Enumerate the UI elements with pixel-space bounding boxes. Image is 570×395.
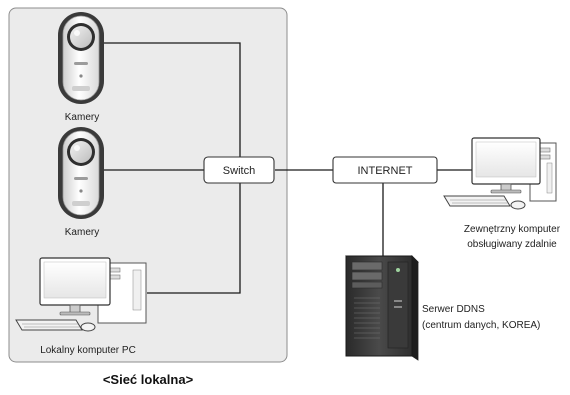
ddns-server-icon bbox=[345, 255, 419, 361]
remote-pc-label-line1: Zewnętrzny komputer bbox=[464, 224, 561, 235]
camera-top-label: Kamery bbox=[65, 112, 99, 123]
ddns-label-line1: Serwer DDNS bbox=[422, 304, 485, 315]
camera-top-icon bbox=[58, 12, 104, 104]
local-pc-label: Lokalny komputer PC bbox=[40, 345, 136, 356]
lan-region bbox=[8, 7, 288, 363]
local-pc-icon bbox=[15, 257, 147, 332]
switch-box bbox=[203, 156, 275, 184]
line-local-pc-to-switch bbox=[147, 183, 241, 294]
remote-pc-icon bbox=[443, 137, 557, 210]
internet-box bbox=[332, 156, 438, 184]
lan-caption: <Sieć lokalna> bbox=[103, 372, 194, 387]
connection-lines bbox=[98, 42, 472, 294]
line-camera-top-to-switch bbox=[98, 42, 241, 157]
remote-pc-label-line2: obsługiwany zdalnie bbox=[467, 239, 557, 250]
camera-bottom-label: Kamery bbox=[65, 227, 99, 238]
camera-bottom-icon bbox=[58, 127, 104, 219]
ddns-label-line2: (centrum danych, KOREA) bbox=[422, 320, 540, 331]
switch-label: Switch bbox=[223, 165, 255, 177]
internet-label: INTERNET bbox=[358, 165, 413, 177]
